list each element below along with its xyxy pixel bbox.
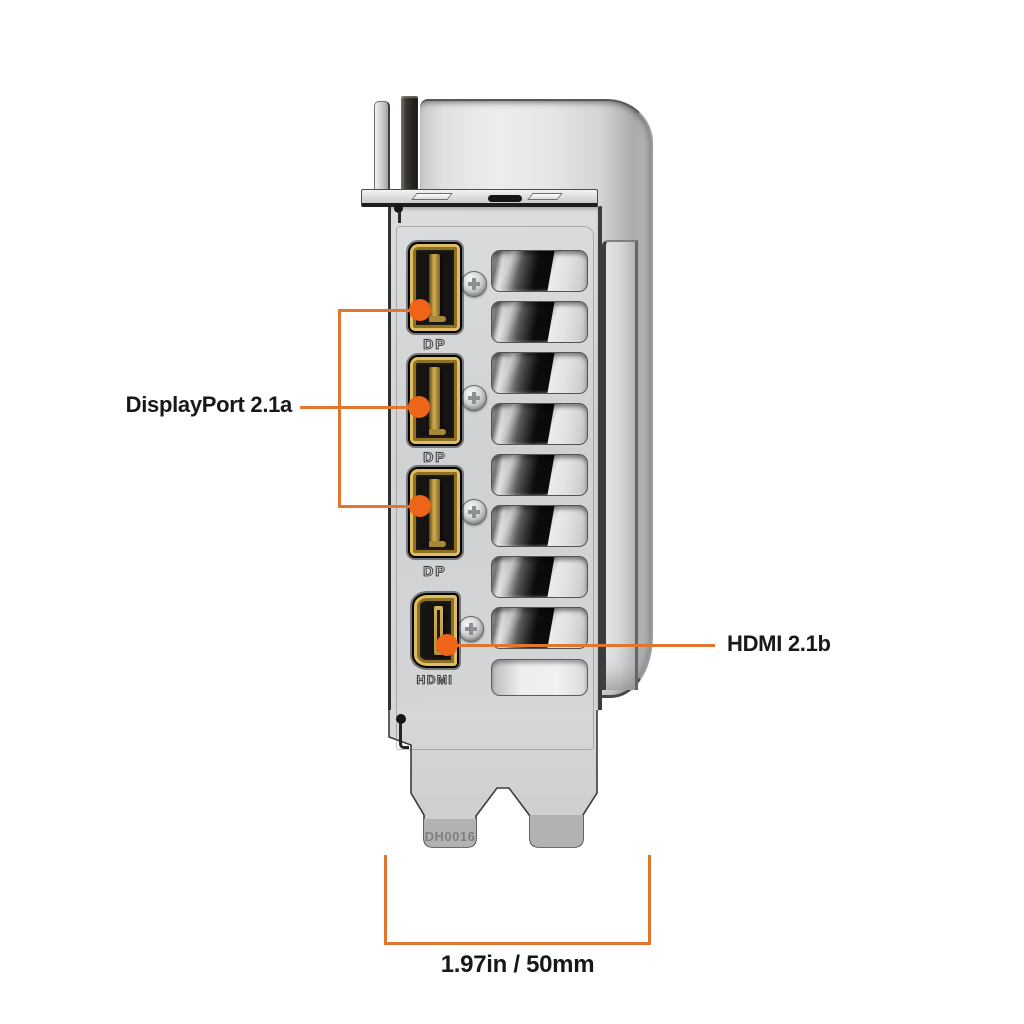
bracket-screw	[458, 616, 484, 642]
dp-leader-bottom	[338, 505, 418, 508]
vent-slot	[491, 301, 588, 343]
dimension-caption: 1.97in / 50mm	[440, 951, 595, 978]
dp-port-label-2: DP	[423, 449, 447, 466]
right-foot-shade	[530, 815, 583, 847]
vent-slot-bottom	[491, 659, 588, 696]
dp-leader-vertical	[338, 309, 341, 508]
lip-notch	[411, 193, 453, 200]
displayport-caption: DisplayPort 2.1a	[125, 392, 293, 417]
vent-slot	[491, 403, 588, 445]
bracket-screw	[461, 499, 487, 525]
bracket-hook	[399, 723, 409, 749]
dp-tongue	[429, 479, 446, 547]
vent-slot	[491, 454, 588, 496]
lip-slot	[488, 195, 522, 202]
bracket-pin-top	[394, 204, 403, 213]
hdmi-caption: HDMI 2.1b	[727, 631, 831, 656]
vent-slot	[491, 607, 588, 649]
vent-slot	[491, 505, 588, 547]
bracket-pin-bottom	[396, 714, 406, 724]
vent-slot	[491, 250, 588, 292]
hdmi-port-label: HDMI	[416, 673, 454, 688]
hdmi-tongue	[434, 606, 443, 655]
vent-slot	[491, 556, 588, 598]
dp-leader-top	[338, 309, 418, 312]
vent-slot	[491, 352, 588, 394]
shroud-dark-fin	[401, 96, 418, 193]
bracket-pin-top-stem	[398, 211, 401, 223]
hdmi-leader-dot	[436, 634, 458, 656]
dp-leader-dot-3	[409, 495, 431, 517]
dp-tongue	[429, 254, 446, 322]
lip-notch	[527, 193, 563, 200]
hdmi-leader-line	[447, 644, 715, 647]
dp-leader-middle	[300, 406, 418, 409]
bracket-screw	[461, 271, 487, 297]
bracket-screw	[461, 385, 487, 411]
dimension-bracket	[384, 855, 651, 945]
left-foot-shade	[424, 819, 476, 847]
hdmi-port	[412, 593, 459, 668]
bracket-inner-panel-line	[396, 226, 594, 750]
dp-leader-dot-1	[409, 299, 431, 321]
dp-port-label-3: DP	[423, 563, 447, 580]
dp-leader-dot-2	[408, 396, 430, 418]
dp-tongue	[429, 367, 446, 435]
bracket-top-lip	[361, 189, 598, 207]
bracket-side-wall	[602, 240, 638, 690]
bracket-stamp: DH0016	[425, 829, 476, 844]
dp-port-label-1: DP	[423, 336, 447, 353]
